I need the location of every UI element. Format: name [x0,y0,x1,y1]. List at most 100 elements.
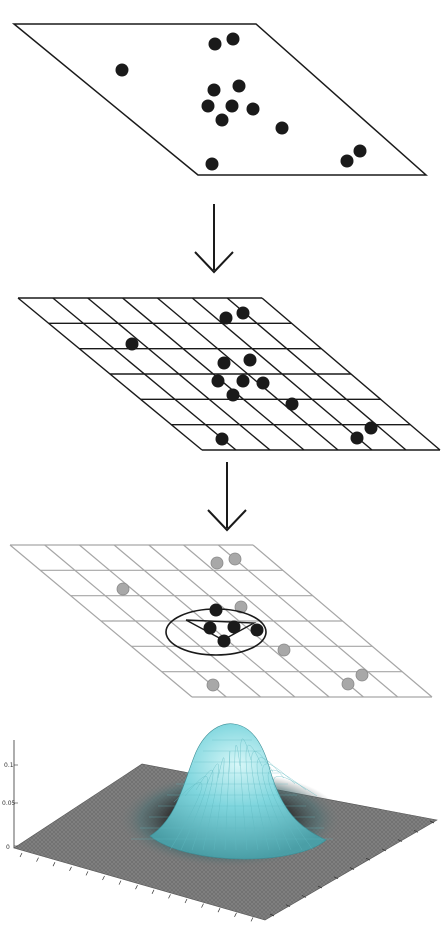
data-point [207,83,221,97]
plane-outline [11,23,428,176]
mesh-line [262,763,296,851]
binned-points [125,306,378,446]
outside-point [234,600,248,614]
grid-line [52,297,237,451]
axis-tick [52,862,56,867]
axis-tick [135,885,138,890]
data-point [225,99,239,113]
axis-tick [285,904,291,908]
inside-point [209,603,223,617]
grid-line [79,544,261,698]
mesh-line [180,776,208,851]
axis-tick [118,880,122,885]
outside-point [355,668,369,682]
mesh-line [202,763,219,851]
data-point [208,37,222,51]
data-point [232,79,246,93]
data-point [364,421,378,435]
outside-point [210,556,224,570]
axis-tick [381,848,387,852]
mesh-line [273,776,318,851]
mesh-line [251,751,274,851]
data-point [350,431,364,445]
data-point [201,99,215,113]
plane-grid [17,297,441,451]
axis-tick [234,912,237,917]
z-tick-label: 0.05 [2,800,16,807]
scatter-points [115,32,367,171]
axis-tick [365,857,371,861]
density-surface-panel: 0.1 0.05 0 [2,723,438,922]
z-axis-ticks [14,764,18,847]
data-point [215,432,229,446]
axis-tick [429,820,435,824]
grid-line [148,544,330,698]
axis-tick [250,917,254,922]
grid-line [9,544,193,698]
plane-grid-light [9,544,433,698]
inside-point [227,620,241,634]
outside-point [341,677,355,691]
outside-point [206,678,220,692]
surface-peak-mesh [131,738,333,851]
outside-point [228,552,242,566]
data-point [275,121,289,135]
data-point [226,32,240,46]
axis-tick [168,894,171,899]
data-point [226,388,240,402]
data-point [243,353,257,367]
gridded-plane-panel [17,297,441,451]
mesh-line [169,782,203,851]
axis-tick [85,871,89,876]
data-point [236,374,250,388]
down-arrow-icon [194,204,234,274]
grid-line [217,544,399,698]
axis-tick [317,885,323,889]
axis-tick [217,908,221,913]
axis-tick [269,913,275,917]
scatter-plane-panel [11,23,428,176]
data-point [256,376,270,390]
z-tick-label: 0.1 [4,762,14,769]
grid-line [122,297,305,451]
grid-line [183,544,364,698]
grid-line [156,297,339,451]
z-tick-label: 0 [6,844,10,851]
outside-points [116,552,369,692]
axis-tick [184,898,188,904]
grid-line [252,544,433,698]
inside-point [203,621,217,635]
grid-line [261,297,441,451]
grid-line [87,297,271,451]
mesh-line [191,769,214,851]
axis-tick [301,895,307,898]
outside-point [277,643,291,657]
axis-tick [333,876,339,880]
data-point [285,397,299,411]
axis-tick [102,875,105,881]
mesh-line [213,757,225,851]
inside-point [217,634,231,648]
axis-tick [69,866,72,871]
data-point [217,356,231,370]
axis-tick [19,852,23,858]
grid-line [44,544,227,698]
data-point [125,337,139,351]
data-point [215,113,229,127]
axis-tick [413,829,419,833]
grid-line [191,297,373,451]
data-point [219,311,233,325]
axis-tick [201,903,204,908]
grid-line [17,297,203,451]
base-axis-ticks [19,820,435,922]
axis-tick [36,857,39,862]
data-point [340,154,354,168]
surface-peak [149,723,327,860]
data-point [246,102,260,116]
down-arrow-icon [207,462,247,532]
data-point [353,144,367,158]
data-point [211,374,225,388]
inside-points [203,603,264,648]
data-point [205,157,219,171]
